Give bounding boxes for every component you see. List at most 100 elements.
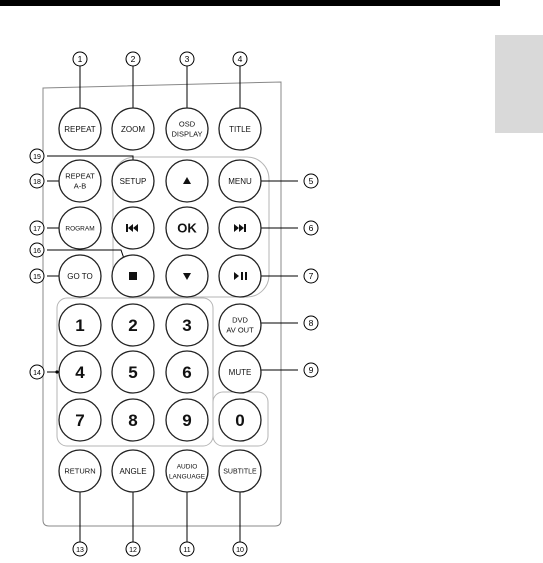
callout-4: 4	[233, 52, 247, 66]
menu-button[interactable]: MENU	[219, 160, 261, 202]
callout-8: 8	[304, 316, 318, 330]
callout-number: 18	[33, 179, 41, 186]
ok-button[interactable]: OK	[166, 207, 208, 249]
setup-button-label: SETUP	[120, 177, 147, 186]
callout-number: 6	[309, 223, 314, 233]
menu-button-label: MENU	[228, 177, 252, 186]
goto-button-label: GO TO	[67, 272, 93, 281]
callout-3: 3	[180, 52, 194, 66]
digit-8-button[interactable]: 8	[112, 399, 154, 441]
callout-12: 12	[126, 542, 140, 556]
next-button[interactable]	[219, 207, 261, 249]
audio-language-button-circle	[166, 450, 208, 492]
callout-number: 15	[33, 274, 41, 281]
callout-number: 10	[236, 547, 244, 554]
digit-1-button[interactable]: 1	[59, 304, 101, 346]
digit-5-button[interactable]: 5	[112, 351, 154, 393]
audio-language-button[interactable]: AUDIO LANGUAGE	[166, 450, 208, 492]
title-button[interactable]: TITLE	[219, 108, 261, 150]
digit-7-button-label: 7	[75, 411, 84, 430]
callout-number: 13	[76, 547, 84, 554]
callout-number: 19	[33, 154, 41, 161]
osd-display-button-label: OSD	[179, 120, 196, 129]
callout-6: 6	[304, 221, 318, 235]
callout-number: 14	[33, 370, 41, 377]
callout-2: 2	[126, 52, 140, 66]
digit-4-button-label: 4	[75, 363, 85, 382]
callout-19: 19	[30, 149, 44, 163]
digit-3-button-label: 3	[182, 316, 191, 335]
digit-5-button-label: 5	[128, 363, 137, 382]
subtitle-button[interactable]: SUBTITLE	[219, 450, 261, 492]
callout-number: 8	[309, 318, 314, 328]
audio-language-button-label: AUDIO	[177, 463, 198, 470]
digit-3-button[interactable]: 3	[166, 304, 208, 346]
setup-button[interactable]: SETUP	[112, 160, 154, 202]
callout-7: 7	[304, 269, 318, 283]
digit-9-button[interactable]: 9	[166, 399, 208, 441]
callout-15: 15	[30, 269, 44, 283]
up-button[interactable]	[166, 160, 208, 202]
callout-number: 3	[185, 54, 190, 64]
digit-7-button[interactable]: 7	[59, 399, 101, 441]
digit-6-button[interactable]: 6	[166, 351, 208, 393]
stop-icon	[129, 272, 137, 280]
return-button-label: RETURN	[64, 467, 95, 476]
digit-4-button[interactable]: 4	[59, 351, 101, 393]
callout-5: 5	[304, 174, 318, 188]
callout-number: 2	[131, 54, 136, 64]
down-button[interactable]	[166, 255, 208, 297]
callout-11: 11	[180, 542, 194, 556]
osd-display-button-label: DISPLAY	[171, 130, 202, 139]
play-pause-button-circle	[219, 255, 261, 297]
play-pause-button[interactable]	[219, 255, 261, 297]
leader-dot-14	[55, 370, 58, 373]
digit-8-button-label: 8	[128, 411, 137, 430]
title-button-label: TITLE	[229, 125, 251, 134]
audio-language-button-label: LANGUAGE	[169, 473, 206, 480]
callout-number: 17	[33, 226, 41, 233]
callout-18: 18	[30, 174, 44, 188]
program-button[interactable]: ROGRAM	[59, 207, 101, 249]
digit-6-button-label: 6	[182, 363, 191, 382]
callout-number: 16	[33, 248, 41, 255]
callout-number: 12	[129, 547, 137, 554]
callout-number: 9	[309, 365, 314, 375]
program-button-label: ROGRAM	[65, 225, 94, 232]
digit-2-button-label: 2	[128, 316, 137, 335]
digit-0-button[interactable]: 0	[219, 399, 261, 441]
digit-1-button-label: 1	[75, 316, 84, 335]
return-button[interactable]: RETURN	[59, 450, 101, 492]
repeat-button[interactable]: REPEAT	[59, 108, 101, 150]
callout-10: 10	[233, 542, 247, 556]
goto-button[interactable]: GO TO	[59, 255, 101, 297]
digit-2-button[interactable]: 2	[112, 304, 154, 346]
callout-13: 13	[73, 542, 87, 556]
callout-number: 4	[238, 54, 243, 64]
mute-button[interactable]: MUTE	[219, 351, 261, 393]
callout-number: 7	[309, 271, 314, 281]
buttons-layer: REPEATZOOMOSDDISPLAYTITLEREPEATA-BSETUPM…	[59, 108, 261, 492]
callout-number: 5	[309, 176, 314, 186]
digit-0-button-label: 0	[235, 411, 244, 430]
repeat-ab-button-label: REPEAT	[65, 172, 95, 181]
repeat-button-label: REPEAT	[64, 125, 96, 134]
callout-number: 1	[78, 54, 83, 64]
callout-1: 1	[73, 52, 87, 66]
previous-button[interactable]	[112, 207, 154, 249]
callout-16: 16	[30, 243, 44, 257]
angle-button[interactable]: ANGLE	[112, 450, 154, 492]
zoom-button[interactable]: ZOOM	[112, 108, 154, 150]
subtitle-button-label: SUBTITLE	[223, 469, 257, 476]
mute-button-label: MUTE	[229, 368, 252, 377]
dvd-av-out-button-label: DVD	[232, 316, 248, 325]
repeat-ab-button-label: A-B	[74, 182, 87, 191]
dvd-av-out-button-label: AV OUT	[226, 326, 254, 335]
zoom-button-label: ZOOM	[121, 125, 145, 134]
stop-button[interactable]	[112, 255, 154, 297]
callout-9: 9	[304, 363, 318, 377]
